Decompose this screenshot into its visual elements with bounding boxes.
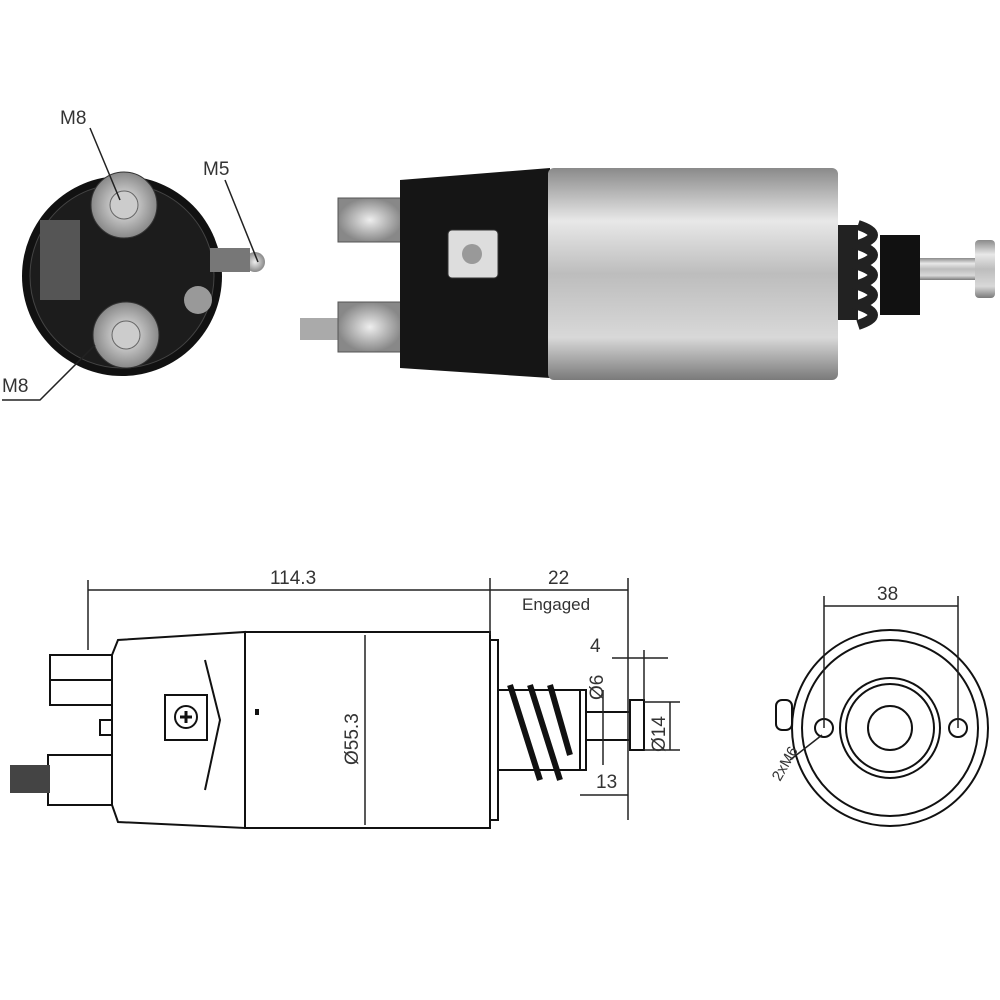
dim-travel-note: Engaged xyxy=(522,595,590,614)
dim-mount-spacing: 38 xyxy=(877,584,898,605)
dim-shaft-dia: Ø6 xyxy=(587,675,608,700)
end-view-drawing: 38 2xM6 xyxy=(769,584,989,827)
label-m5: M5 xyxy=(203,159,229,180)
dim-mount-thread: 2xM6 xyxy=(769,744,802,784)
end-view-photo xyxy=(22,171,265,376)
label-m8-top: M8 xyxy=(60,108,86,129)
side-view-dimensions: 114.3 22 Engaged 4 Ø6 Ø14 13 Ø55.3 xyxy=(87,568,680,825)
dim-head-length: 13 xyxy=(596,772,617,793)
end-view-leaders: M8 M5 M8 xyxy=(2,108,259,401)
dim-head-dia: Ø14 xyxy=(649,716,670,752)
dim-travel: 22 xyxy=(548,568,569,589)
dim-offset: 4 xyxy=(590,636,601,657)
side-view-drawing xyxy=(10,630,645,830)
dim-length: 114.3 xyxy=(270,568,316,589)
label-m8-bottom: M8 xyxy=(2,376,28,397)
dim-body-dia: Ø55.3 xyxy=(342,713,363,765)
side-view-photo xyxy=(300,168,995,380)
